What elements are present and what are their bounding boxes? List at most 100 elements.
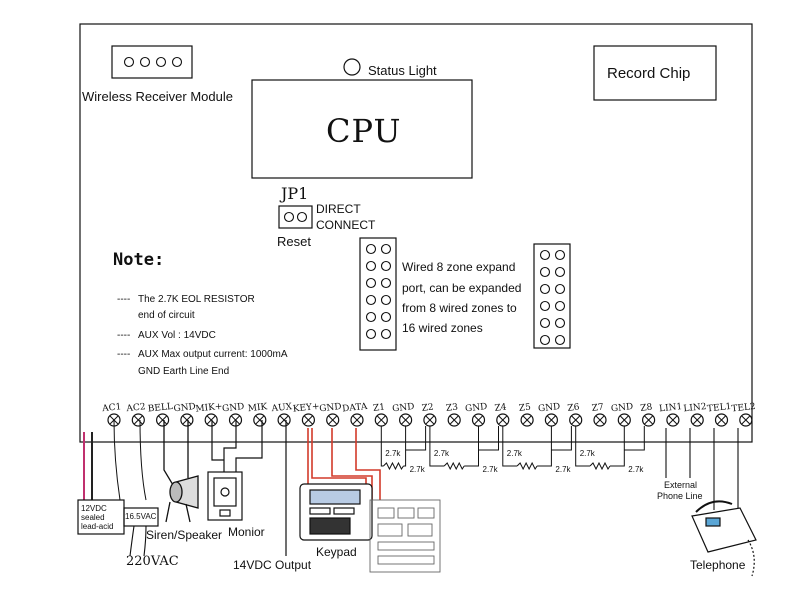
wireless-module-label: Wireless Receiver Module (82, 89, 233, 104)
terminal-label: Z7 (591, 403, 604, 414)
expand-text-4: 16 wired zones (402, 321, 483, 335)
terminal-label: AC2 (125, 402, 146, 414)
transformer-label: 16.5VAC (125, 512, 157, 521)
terminal-label: TEL2 (731, 402, 756, 414)
terminal-label: Z4 (494, 403, 507, 414)
resistor-label: 2.7k (385, 449, 401, 458)
terminal-label: Z6 (567, 403, 580, 414)
terminal-screw (690, 413, 704, 427)
terminal-label: GND (392, 402, 415, 414)
terminal-screw (714, 413, 729, 427)
terminal-strip (107, 413, 753, 427)
terminal-label: GND (610, 402, 633, 414)
direct-label-1: DIRECT (316, 202, 361, 216)
header-pin (380, 260, 392, 272)
terminal-screw (253, 413, 267, 427)
terminal-screw (641, 413, 656, 427)
keypad-icon (299, 483, 373, 541)
terminal-label: Z3 (446, 403, 459, 414)
terminal-screw (617, 413, 631, 427)
note-line-4: AUX Max output current: 1000mA (138, 349, 288, 360)
header-pin (365, 294, 377, 306)
terminal-label: LIN1 (659, 402, 683, 414)
terminal-screw (569, 413, 583, 427)
expand-text-3: from 8 wired zones to (402, 301, 517, 315)
wireless-module-box (111, 45, 193, 79)
direct-label-2: CONNECT (316, 218, 376, 232)
header-pin (380, 277, 392, 289)
terminal-label: DATA (342, 402, 369, 415)
header-pin (380, 294, 392, 306)
note-line-5: GND Earth Line End (138, 366, 230, 377)
header-pin (365, 277, 377, 289)
battery-label-3: lead-acid (81, 522, 114, 531)
terminal-label: GND (465, 402, 488, 414)
header-pin (554, 266, 566, 278)
wireless-module-pins (123, 56, 183, 68)
header-pin (539, 300, 551, 312)
note-line-1: The 2.7K EOL RESISTOR (138, 294, 255, 305)
note-dash-2: ---- (117, 330, 131, 341)
resistor-label: 2.7k (434, 449, 450, 458)
aux-output-label: 14VDC Output (233, 558, 312, 572)
header-pin (380, 311, 392, 323)
terminal-label: GND (538, 402, 561, 414)
terminal-label: TEL1 (707, 402, 732, 414)
siren-speaker-icon (163, 420, 199, 523)
terminal-screw (739, 413, 753, 427)
terminal-screw (496, 413, 510, 427)
jp1-label: JP1 (281, 184, 309, 203)
battery-label-1: 12VDC (81, 504, 107, 513)
telephone-label: Telephone (690, 558, 746, 572)
reset-label: Reset (277, 234, 311, 249)
terminal-label: GND (222, 402, 245, 414)
terminal-screw (544, 413, 559, 427)
resistor-pair: 2.7k 2.7k (380, 426, 427, 474)
resistor-pair: 2.7k2.7k (575, 426, 645, 474)
terminal-label: LIN2 (683, 402, 707, 414)
resistor-pair: 2.7k 2.7k (429, 426, 499, 474)
resistor-label: 2.7k (628, 465, 644, 474)
ext-line-label-2: Phone Line (657, 491, 703, 501)
header-pin (380, 243, 392, 255)
note-line-2: end of circuit (138, 310, 195, 321)
terminal-screw (326, 413, 340, 427)
resistor-pair: 2.7k2.7k (502, 426, 572, 474)
header-pin (539, 334, 551, 346)
status-light-label: Status Light (368, 63, 437, 78)
header-pin (365, 260, 377, 272)
header-pin (554, 317, 566, 329)
terminal-label: GND (173, 402, 196, 414)
terminal-screw (423, 413, 437, 427)
terminal-screw (447, 413, 461, 427)
header-pin (365, 243, 377, 255)
power-wiring (83, 419, 147, 501)
telephone-icon (691, 500, 757, 577)
note-title: Note: (113, 250, 165, 270)
terminal-screw (350, 413, 364, 427)
resistor-label: 2.7k (555, 465, 571, 474)
phone-wiring (665, 428, 739, 520)
terminal-label: BELL (147, 402, 173, 415)
control-board (79, 23, 753, 443)
battery-label-2: sealed (81, 513, 105, 522)
terminal-screw (593, 413, 607, 427)
terminal-screw (301, 413, 315, 427)
header-outline (359, 237, 397, 351)
resistor-label: 2.7k (483, 465, 499, 474)
terminal-label: MIK+ (195, 402, 223, 415)
header-pin (365, 328, 377, 340)
header-pin (539, 266, 551, 278)
expand-header-left (359, 237, 397, 351)
terminal-screw (204, 413, 218, 427)
terminal-screw (180, 413, 194, 427)
terminal-label: KEY+ (292, 402, 320, 415)
terminal-label: MIK (247, 402, 268, 414)
terminal-label: AUX (270, 402, 293, 414)
record-chip-label: Record Chip (607, 65, 691, 82)
mains-plug (129, 525, 147, 557)
transformer-box (123, 507, 159, 527)
resistor-label: 2.7k (410, 465, 426, 474)
expand-text-1: Wired 8 zone expand (402, 260, 516, 274)
